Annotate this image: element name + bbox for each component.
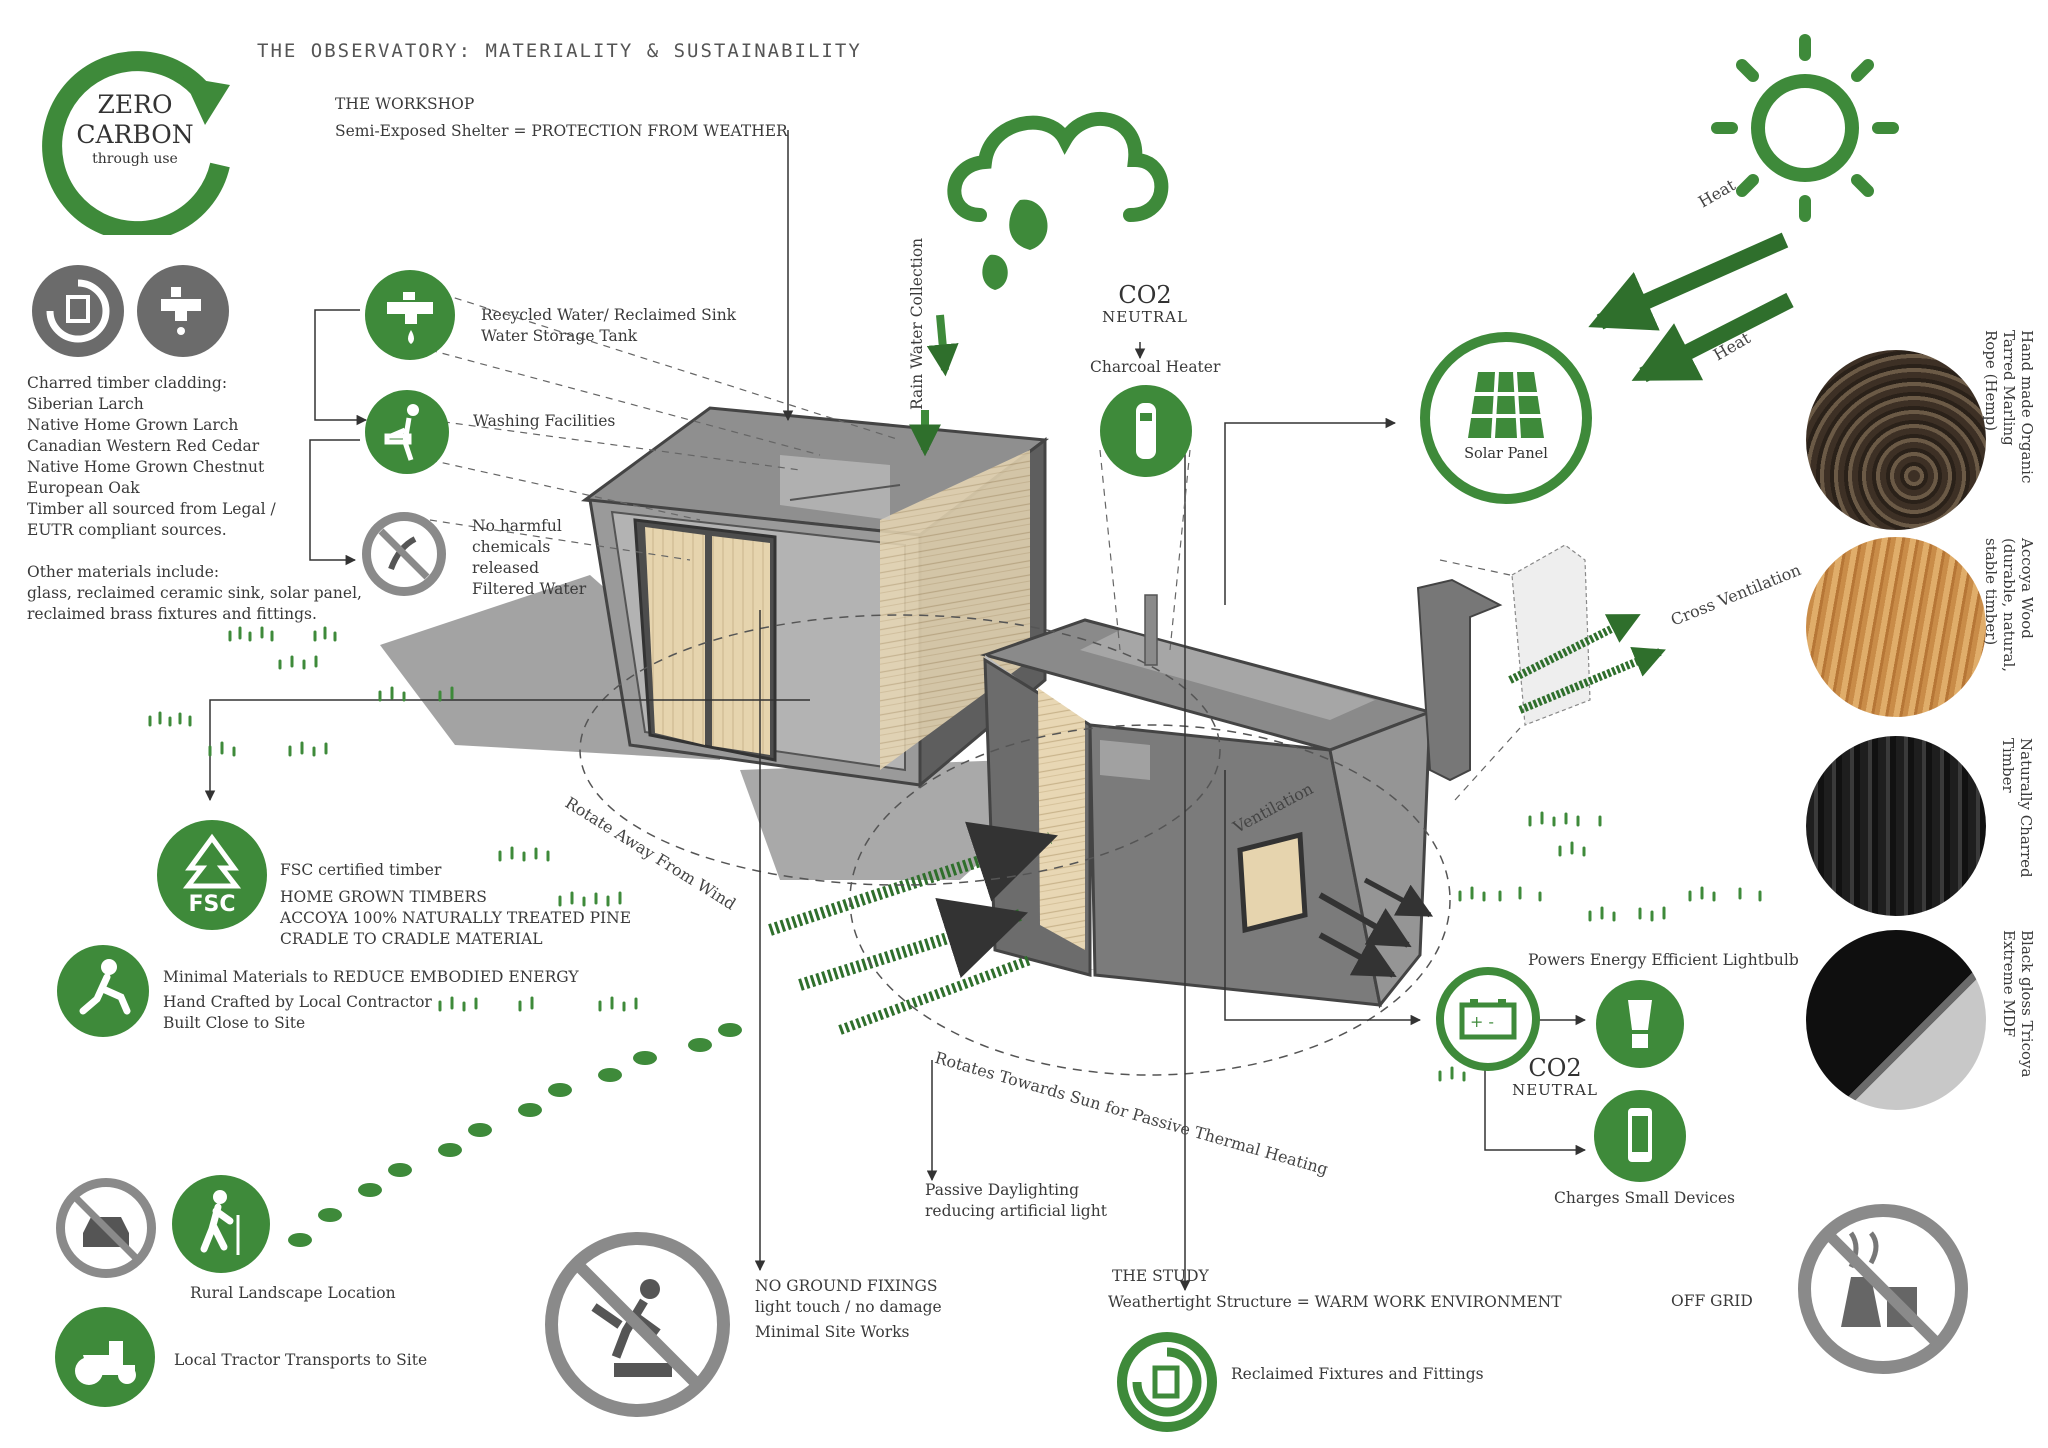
rotation-path xyxy=(579,614,1221,886)
neutral-label-bottom: NEUTRAL xyxy=(1512,1081,1598,1099)
co2-label: CO2 xyxy=(1118,281,1172,309)
recycle-ring-icon xyxy=(42,51,230,242)
solar-panel-label: Solar Panel xyxy=(1464,446,1548,462)
zero-carbon-badge: ZERO CARBON through use xyxy=(35,35,235,242)
zero-label: ZERO xyxy=(97,90,173,119)
fsc-logo-text: FSC xyxy=(188,892,236,917)
co2-neutral-top: CO2 NEUTRAL xyxy=(1090,282,1200,326)
cloud-icon xyxy=(947,111,1169,222)
lightbulb-icon xyxy=(1596,980,1684,1068)
rain-collection-label: Rain Water Collection xyxy=(908,237,926,410)
rain-drop-2 xyxy=(982,254,1008,290)
charred-timber-swatch xyxy=(1806,736,1986,916)
material-label-2: Accoya Wood(durable, natural,stable timb… xyxy=(1982,538,2036,673)
grass-marks xyxy=(148,626,1762,1082)
heater-icon xyxy=(1100,385,1192,477)
washing-icon xyxy=(365,390,449,474)
tractor-icon xyxy=(55,1307,155,1407)
charcoal-heater-label: Charcoal Heater xyxy=(1090,358,1221,376)
water-tap-icon xyxy=(365,270,455,360)
powers-lightbulb-label: Powers Energy Efficient Lightbulb xyxy=(1528,951,1799,969)
accoya-wood-swatch xyxy=(1806,537,1986,717)
phone-charging-icon xyxy=(1594,1090,1686,1182)
no-digging-icon xyxy=(545,1232,730,1417)
minimal-materials-text: Minimal Materials to REDUCE EMBODIED ENE… xyxy=(163,968,579,1032)
hiker-icon xyxy=(172,1175,270,1273)
heat-arrow-2 xyxy=(1631,292,1794,383)
page-title: THE OBSERVATORY: MATERIALITY & SUSTAINAB… xyxy=(257,40,862,62)
study-heading: THE STUDY xyxy=(1112,1267,1209,1285)
study-box xyxy=(979,618,1435,1009)
workshop-box xyxy=(580,406,1049,789)
carbon-label: CARBON xyxy=(76,120,194,149)
tap-icon xyxy=(137,265,229,357)
charges-devices-label: Charges Small Devices xyxy=(1554,1189,1735,1207)
no-power-station-icon xyxy=(1798,1204,1968,1374)
rain-drop-1 xyxy=(1009,199,1048,250)
wind-arrow-1 xyxy=(768,821,1058,936)
hemp-rope-swatch xyxy=(1806,350,1986,530)
off-grid-label: OFF GRID xyxy=(1671,1292,1753,1310)
co2-label-bottom: CO2 xyxy=(1528,1054,1582,1082)
heat-arrow-1 xyxy=(1588,232,1789,331)
sun-rotation-path xyxy=(849,724,1451,1076)
vent-arrow-1 xyxy=(1318,892,1412,948)
solar-panel-icon xyxy=(1468,371,1544,439)
battery-icon: + - xyxy=(1459,999,1517,1040)
workshop-subtitle: Semi-Exposed Shelter = PROTECTION FROM W… xyxy=(335,122,788,140)
washing-label: Washing Facilities xyxy=(473,412,616,430)
battery-badge: + - xyxy=(1436,967,1540,1071)
rain-arrow-1 xyxy=(926,314,959,377)
vent-panel xyxy=(1416,578,1503,782)
fsc-logo: FSC xyxy=(157,820,267,930)
vent-arrow-2 xyxy=(1318,932,1397,978)
no-car-icon xyxy=(56,1178,156,1278)
craftsman-icon xyxy=(57,945,149,1037)
footprints xyxy=(288,1023,742,1247)
vent-glass xyxy=(1511,544,1591,726)
chimney xyxy=(1144,594,1158,666)
reclaimed-icon xyxy=(1117,1332,1217,1432)
study-subtitle: Weathertight Structure = WARM WORK ENVIR… xyxy=(1108,1293,1562,1311)
co2-neutral-bottom: CO2 NEUTRAL xyxy=(1500,1055,1610,1099)
study-shadow xyxy=(740,760,1010,880)
recycle-chair-icon xyxy=(32,265,124,357)
through-use-label: through use xyxy=(92,151,178,167)
workshop-heading: THE WORKSHOP xyxy=(335,95,475,113)
vent-arrow-3 xyxy=(1363,877,1434,918)
solar-panel-badge: Solar Panel xyxy=(1420,332,1592,504)
reclaimed-label: Reclaimed Fixtures and Fittings xyxy=(1231,1365,1484,1383)
no-chemicals-icon xyxy=(362,512,446,596)
cross-vent-arrow-1 xyxy=(1508,613,1641,684)
mdf-swatch xyxy=(1806,930,1986,1110)
neutral-label: NEUTRAL xyxy=(1102,308,1188,326)
tractor-label: Local Tractor Transports to Site xyxy=(174,1351,428,1369)
wind-arrow-3 xyxy=(838,955,1032,1035)
wind-arrow-2 xyxy=(798,897,1029,991)
svg-text:+ -: + - xyxy=(1470,1012,1494,1031)
cross-vent-arrow-2 xyxy=(1518,647,1666,714)
sun-icon xyxy=(1711,34,1899,222)
rural-location-label: Rural Landscape Location xyxy=(190,1284,396,1302)
tree-icon xyxy=(182,833,242,889)
